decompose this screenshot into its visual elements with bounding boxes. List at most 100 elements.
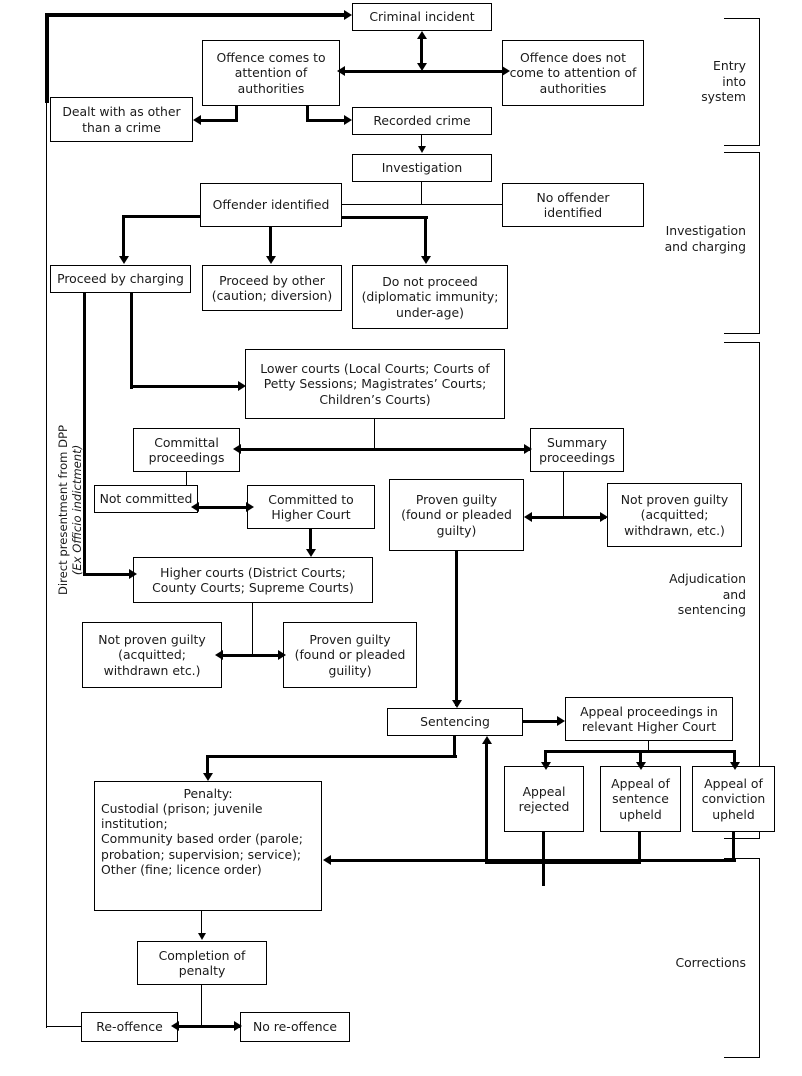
edge-incident-recorded [420, 38, 424, 65]
edge-offence-down-left [235, 106, 239, 122]
node-criminal-incident[interactable]: Criminal incident [352, 3, 492, 31]
annotation-dpp: Direct presentment from DPP (Ex Officio … [56, 425, 85, 595]
arrow-down-to-completion [198, 933, 206, 940]
node-appeal-rejected[interactable]: Appeal rejected [504, 766, 584, 832]
node-appeal-proceedings[interactable]: Appeal proceedings in relevant Higher Co… [565, 697, 733, 741]
edge-appeal-fan-down-1 [544, 750, 548, 764]
edge-higher-stem [252, 603, 254, 655]
arrow-right-to-lower-courts [238, 381, 246, 391]
node-offender-identified[interactable]: Offender identified [200, 183, 342, 227]
arrow-down-to-appeal-conviction [730, 762, 740, 770]
node-sentencing[interactable]: Sentencing [387, 708, 523, 736]
edge-completion-stem [201, 985, 203, 1027]
arrow-down-to-recorded [417, 63, 427, 71]
node-no-offender-identified[interactable]: No offender identified [502, 183, 644, 227]
penalty-line-1: Custodial (prison; juvenile [101, 801, 263, 817]
node-offence-comes-to-attention[interactable]: Offence comes to attention of authoritie… [202, 40, 340, 106]
edge-sentencing-to-appeal [523, 720, 562, 724]
node-higher-courts[interactable]: Higher courts (District Courts; County C… [133, 557, 373, 603]
edge-sentencing-to-penalty-horiz [206, 755, 457, 759]
bracket-entry [724, 18, 760, 146]
edge-committed-to-higher-down [309, 529, 313, 551]
node-not-proven-guilty-lower[interactable]: Not proven guilty (acquitted; withdrawn,… [607, 483, 742, 547]
arrow-down-to-do-not-proceed [421, 256, 431, 264]
node-dealt-with-as-other[interactable]: Dealt with as other than a crime [50, 97, 193, 142]
edge-charging-to-higher-horiz [83, 573, 133, 577]
arrow-up-to-sentencing-from-appeal [482, 736, 492, 744]
node-investigation[interactable]: Investigation [352, 154, 492, 182]
edge-offender-left [122, 215, 202, 219]
edge-appeal-return-up [485, 743, 489, 864]
node-summary-proceedings[interactable]: Summary proceedings [530, 428, 624, 472]
edge-proven-lower-to-sentencing [455, 551, 459, 706]
arrow-right-to-summary [524, 444, 532, 454]
penalty-line-5: Other (fine; licence order) [101, 861, 262, 877]
node-re-offence[interactable]: Re-offence [81, 1012, 178, 1042]
edge-offence-right-horiz [306, 119, 346, 123]
edge-recorded-to-investigation [421, 135, 423, 148]
edge-offence-left-horiz [200, 119, 238, 123]
bracket-adjudication [724, 342, 760, 839]
edge-summary-split-horiz [531, 516, 606, 520]
node-not-proven-guilty-higher[interactable]: Not proven guilty (acquitted; withdrawn … [82, 622, 222, 688]
edge-investigation-split [340, 204, 504, 206]
edge-committal-split-horiz [198, 506, 253, 510]
edge-offender-mid-down [269, 227, 273, 258]
penalty-line-2: institution; [101, 816, 168, 832]
arrow-right-to-offence-not-comes [502, 66, 510, 76]
annotation-dpp-line2: (Ex Officio indictment) [70, 444, 85, 576]
section-label-investigation: Investigation and charging [664, 223, 746, 254]
edge-penalty-to-completion [201, 911, 203, 935]
annotation-dpp-line1: Direct presentment from DPP [56, 424, 70, 595]
loop-arrow-into-criminal-incident [344, 10, 352, 20]
edge-appeal-fan-down-3 [733, 750, 737, 764]
node-committal-proceedings[interactable]: Committal proceedings [133, 428, 240, 472]
arrow-right-to-proven-higher [278, 650, 286, 660]
arrow-left-to-reoffence [171, 1021, 179, 1031]
node-recorded-crime[interactable]: Recorded crime [352, 107, 492, 135]
node-committed-to-higher-court[interactable]: Committed to Higher Court [247, 485, 375, 529]
node-proceed-by-charging[interactable]: Proceed by charging [50, 265, 191, 293]
edge-offender-left-down [122, 215, 126, 258]
node-appeal-of-sentence-upheld[interactable]: Appeal of sentence upheld [600, 766, 681, 832]
arrow-left-to-offence-comes [337, 66, 345, 76]
edge-offence-horizontal [344, 70, 509, 74]
loop-line-left-thin [46, 100, 48, 1028]
arrow-down-to-higher-courts [306, 549, 316, 557]
node-lower-courts[interactable]: Lower courts (Local Courts; Courts of Pe… [245, 349, 505, 419]
node-no-re-offence[interactable]: No re-offence [240, 1012, 350, 1042]
node-proven-guilty-higher[interactable]: Proven guilty (found or pleaded guility) [283, 622, 417, 688]
loop-line-top [45, 13, 345, 17]
arrow-right-to-higher-courts [129, 569, 137, 579]
node-offence-does-not-come[interactable]: Offence does not come to attention of au… [502, 40, 644, 106]
node-penalty[interactable]: Penalty: Custodial (prison; juvenile ins… [94, 781, 322, 911]
node-appeal-of-conviction-upheld[interactable]: Appeal of conviction upheld [692, 766, 775, 832]
edge-charging-to-lower-horiz [130, 385, 242, 389]
edge-offender-right-down [424, 216, 428, 258]
penalty-line-4: probation; supervision; service); [101, 846, 302, 862]
section-label-corrections: Corrections [675, 955, 746, 970]
edge-charging-to-lower-down [130, 293, 134, 389]
arrow-right-to-not-proven-lower [600, 512, 608, 522]
node-do-not-proceed[interactable]: Do not proceed (diplomatic immunity; und… [352, 265, 508, 329]
edge-appeal-return-horiz [485, 861, 641, 865]
arrow-right-to-appeal-proceedings [557, 716, 565, 726]
loop-line-left-thick [45, 13, 49, 103]
edge-penalty-down [206, 755, 210, 777]
arrow-down-to-sentencing-from-lower [452, 700, 462, 708]
bracket-corrections [724, 858, 760, 1058]
edge-sentencing-down [453, 736, 457, 758]
arrow-right-to-recorded-crime [344, 115, 352, 125]
edge-conviction-to-penalty-horiz [330, 859, 736, 863]
edge-lower-split-horiz [240, 448, 530, 452]
edge-lower-stem [374, 419, 376, 449]
node-not-committed[interactable]: Not committed [94, 485, 198, 513]
section-label-adjudication: Adjudication and sentencing [669, 571, 746, 617]
edge-investigation-stem [421, 182, 423, 205]
edge-completion-split-horiz [178, 1025, 240, 1029]
node-completion-of-penalty[interactable]: Completion of penalty [137, 941, 267, 985]
node-proceed-by-other[interactable]: Proceed by other (caution; diversion) [202, 265, 342, 311]
arrow-down-to-appeal-sentence [636, 762, 646, 770]
node-proven-guilty-lower[interactable]: Proven guilty (found or pleaded guilty) [389, 479, 524, 551]
